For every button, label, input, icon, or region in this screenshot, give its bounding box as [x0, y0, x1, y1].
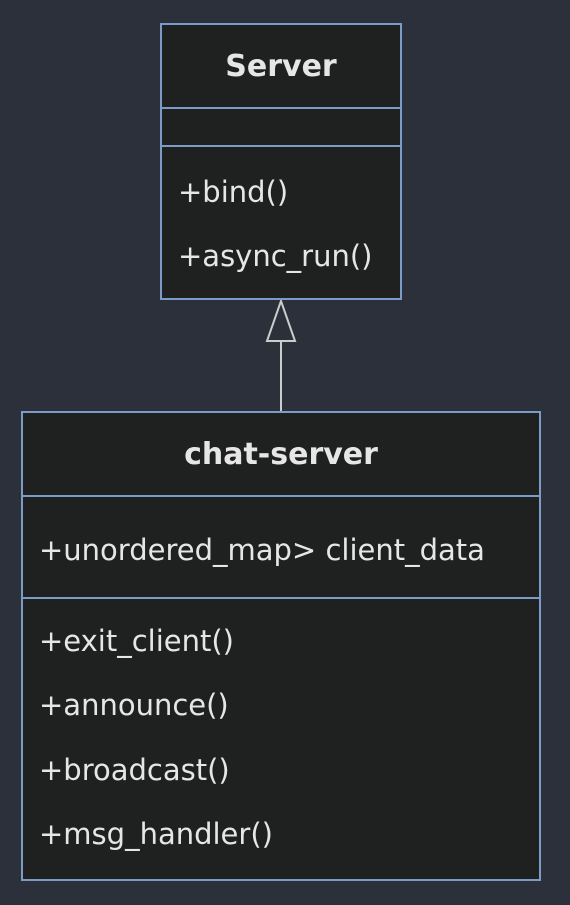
class-name: chat-server [23, 413, 539, 497]
methods-section: +exit_client() +announce() +broadcast() … [23, 599, 539, 879]
method: +bind() [178, 175, 289, 209]
methods-section: +bind() +async_run() [162, 147, 400, 298]
method: +announce() [39, 688, 229, 722]
attributes-section: +unordered_map> client_data [23, 497, 539, 599]
class-server[interactable]: Server +bind() +async_run() [160, 23, 402, 300]
inheritance-arrowhead [265, 297, 297, 342]
method: +broadcast() [39, 753, 230, 787]
class-chat-server[interactable]: chat-server +unordered_map> client_data … [21, 411, 541, 881]
method: +async_run() [178, 239, 373, 273]
attribute: +unordered_map> client_data [39, 533, 485, 567]
method: +exit_client() [39, 624, 234, 658]
class-name: Server [162, 25, 400, 109]
method: +msg_handler() [39, 817, 273, 851]
attributes-section [162, 109, 400, 147]
